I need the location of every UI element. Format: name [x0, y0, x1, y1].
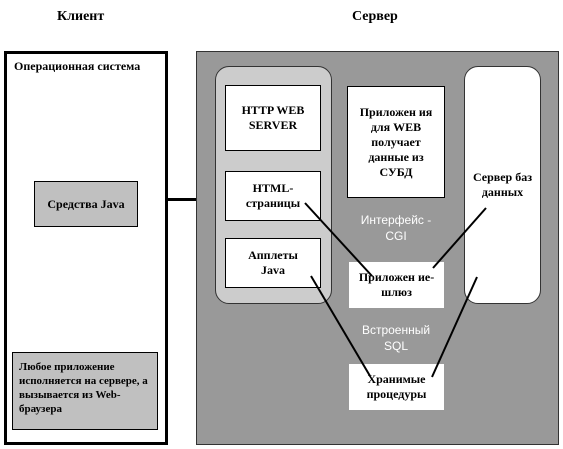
html-to-gateway-line: [304, 202, 373, 277]
http-web-server-box: HTTP WEB SERVER: [225, 85, 321, 151]
client-header: Клиент: [57, 9, 105, 24]
embedded-sql-label: Встроенный SQL: [361, 323, 431, 353]
db-server-box: Сервер баз данных: [464, 66, 541, 304]
os-label: Операционная система: [14, 59, 141, 73]
web-app-label: Приложен ия для WEB получает данные из С…: [359, 104, 433, 179]
client-note-box: Любое приложение исполняется на сервере,…: [12, 352, 158, 430]
applets-box: Апплеты Java: [225, 238, 321, 288]
stored-procs-label: Хранимые процедуры: [366, 372, 427, 401]
client-server-link: [168, 198, 197, 201]
java-tools-label: Средства Java: [47, 196, 125, 211]
applets-label: Апплеты Java: [248, 248, 298, 277]
java-tools-box: Средства Java: [34, 181, 138, 227]
cgi-interface-label: Интерфейс - CGI: [360, 213, 432, 243]
web-app-box: Приложен ия для WEB получает данные из С…: [347, 86, 445, 198]
html-pages-box: HTML-страницы: [225, 171, 321, 221]
gateway-app-label: Приложен ие-шлюз: [358, 270, 435, 299]
http-web-server-label: HTTP WEB SERVER: [241, 103, 305, 132]
gateway-to-db-line: [432, 207, 487, 269]
stored-to-db-line: [431, 276, 478, 378]
db-server-label: Сервер баз данных: [472, 170, 533, 199]
html-pages-label: HTML-страницы: [245, 181, 301, 210]
stored-procs-box: Хранимые процедуры: [349, 364, 444, 410]
server-header: Сервер: [352, 9, 398, 24]
client-note-text: Любое приложение исполняется на сервере,…: [19, 361, 148, 415]
applets-to-stored-line: [310, 275, 371, 377]
